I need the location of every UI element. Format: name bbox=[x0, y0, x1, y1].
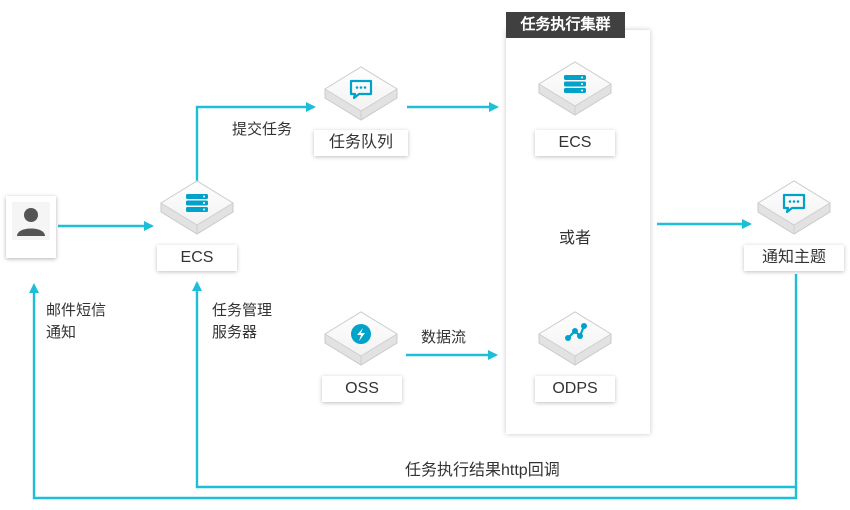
task-mgmt-label-line2: 服务器 bbox=[212, 324, 258, 341]
server-icon bbox=[564, 75, 586, 93]
server-icon bbox=[186, 194, 208, 212]
ecs-main-node bbox=[160, 180, 234, 235]
email-sms-label-line2: 通知 bbox=[46, 324, 77, 341]
topic-node bbox=[757, 180, 831, 235]
user-node bbox=[6, 196, 56, 258]
callback-arrow bbox=[192, 274, 798, 489]
queue-label: 任务队列 bbox=[314, 130, 408, 156]
task-mgmt-label-line1: 任务管理 bbox=[212, 302, 273, 319]
submit-task-arrow bbox=[195, 102, 316, 182]
callback-label: 任务执行结果http回调 bbox=[405, 462, 560, 479]
cluster-title: 任务执行集群 bbox=[506, 12, 625, 38]
email-sms-label-line1: 邮件短信 bbox=[46, 302, 107, 319]
submit-task-label: 提交任务 bbox=[232, 121, 293, 138]
topic-label: 通知主题 bbox=[744, 245, 844, 271]
oss-label: OSS bbox=[322, 376, 402, 402]
oss-node bbox=[324, 311, 398, 366]
queue-node bbox=[324, 66, 398, 121]
data-flow-label: 数据流 bbox=[421, 329, 467, 346]
odps-node bbox=[538, 311, 612, 366]
cluster-ecs-node bbox=[538, 61, 612, 116]
cloud-upload-icon bbox=[351, 324, 371, 344]
notification-arrow bbox=[29, 283, 798, 500]
cluster-ecs-label: ECS bbox=[535, 130, 615, 156]
cluster-or-label: 或者 bbox=[559, 230, 592, 247]
user-icon bbox=[12, 202, 50, 240]
ecs-main-label: ECS bbox=[157, 245, 237, 271]
odps-label: ODPS bbox=[535, 376, 615, 402]
